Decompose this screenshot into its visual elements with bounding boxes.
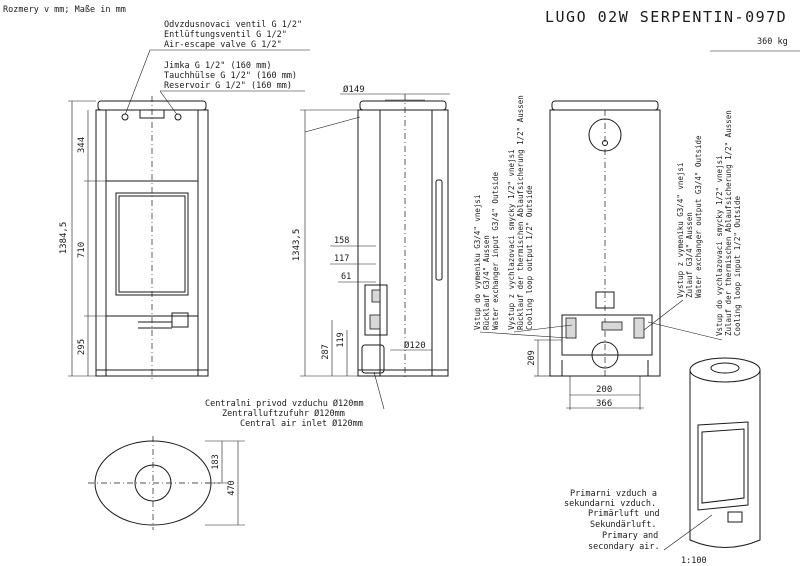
front-sensor-icon bbox=[174, 113, 182, 121]
central-air-line-1: Centralni privod vzduchu Ø120mm bbox=[205, 398, 364, 409]
back-dim-366: 366 bbox=[596, 399, 612, 409]
back-dimensions: 209 200 366 bbox=[527, 339, 644, 410]
side-dim-117: 117 bbox=[334, 254, 349, 264]
cooling-input-note: Vstup do vychlazovaci smycky 1/2" vnejsi… bbox=[715, 110, 742, 336]
front-dimensions: 1384,5 344 710 295 bbox=[59, 100, 106, 377]
primary-air-leader bbox=[663, 514, 713, 551]
cooling-output-note: Vystup z vychlazovaci smycky 1/2" vnejsi… bbox=[507, 95, 534, 330]
back-top-plate bbox=[551, 100, 659, 111]
cooling-input-leader bbox=[647, 321, 723, 341]
top-dim-470: 470 bbox=[227, 480, 237, 495]
scale-label: 1:100 bbox=[681, 556, 707, 566]
primary-air-line-4: Sekundärluft. bbox=[590, 520, 657, 530]
side-dimensions: Ø149 1343,5 158 117 61 287 119 Ø120 bbox=[292, 84, 450, 377]
back-air-inlet bbox=[591, 341, 619, 369]
units-note: Rozmery v mm; Maße in mm bbox=[3, 5, 126, 15]
front-dim-total: 1384,5 bbox=[59, 222, 69, 255]
exchanger-input-line-3: Water exchanger input G3/4" Outside bbox=[491, 171, 500, 330]
stove-3d-glass bbox=[701, 428, 745, 504]
front-dim-upper: 344 bbox=[77, 137, 87, 153]
exchanger-output-line-3: Water exchanger output G3/4" Outside bbox=[694, 135, 703, 298]
side-dim-leader bbox=[304, 116, 361, 133]
side-air-inlet bbox=[361, 344, 385, 374]
cooling-input-line-3: Cooling loop input 1/2" Outside bbox=[733, 196, 742, 336]
central-air-note: Centralni privod vzduchu Ø120mm Zentrall… bbox=[205, 371, 385, 429]
back-fitting-center bbox=[601, 321, 623, 331]
back-dim-200: 200 bbox=[596, 385, 612, 395]
weight-label: 360 kg bbox=[757, 37, 788, 47]
front-valve-icon bbox=[121, 113, 129, 121]
cooling-output-line-3: Cooling loop output 1/2" Outside bbox=[525, 185, 534, 330]
side-dim-total: 1343,5 bbox=[292, 229, 302, 262]
back-dim-209: 209 bbox=[527, 350, 537, 365]
side-handle bbox=[435, 179, 443, 281]
side-body bbox=[357, 109, 449, 377]
exchanger-output-line-1: Vystup z vymeniku G3/4" vnejsi bbox=[676, 163, 685, 298]
reservoir-line-2: Tauchhülse G 1/2" (160 mm) bbox=[164, 71, 297, 81]
primary-air-line-1: Primarni vzduch a bbox=[570, 489, 657, 499]
back-fitting-left bbox=[565, 317, 577, 339]
side-dim-flue-dia: Ø149 bbox=[343, 84, 365, 95]
stove-3d-body bbox=[689, 370, 761, 548]
exchanger-input-leader bbox=[479, 331, 569, 339]
side-dim-119: 119 bbox=[336, 332, 346, 347]
air-escape-note: Odvzdusnovaci ventil G 1/2" Entlüftungsv… bbox=[124, 20, 310, 116]
top-dim-183: 183 bbox=[211, 454, 221, 469]
primary-air-line-6: secondary air. bbox=[588, 542, 660, 552]
top-view: 183 470 bbox=[88, 436, 245, 530]
front-view bbox=[95, 96, 209, 380]
exchanger-output-line-2: Zulauf G3/4" Aussen bbox=[685, 212, 694, 298]
stove-3d-door bbox=[697, 421, 749, 511]
side-dim-158: 158 bbox=[334, 236, 349, 246]
back-view bbox=[549, 100, 661, 377]
side-dim-61: 61 bbox=[341, 272, 351, 282]
primary-air-line-5: Primary and bbox=[602, 531, 658, 541]
cooling-output-line-2: Rücklauf der thermischen Ablaufsicherung… bbox=[516, 95, 525, 330]
front-pipe-block bbox=[171, 312, 189, 328]
stove-3d-top bbox=[689, 357, 761, 383]
front-dim-lower: 295 bbox=[77, 339, 87, 355]
cooling-input-line-2: Zulauf der thermischen Ablaufsicherung 1… bbox=[724, 110, 733, 336]
back-terminal-box bbox=[595, 291, 615, 309]
reservoir-leader bbox=[159, 90, 179, 117]
reservoir-line-1: Jimka G 1/2" (160 mm) bbox=[164, 61, 271, 71]
primary-air-line-2: sekundarni vzduch. bbox=[564, 499, 656, 509]
stove-3d-flue bbox=[710, 362, 740, 374]
central-air-line-3: Central air inlet Ø120mm bbox=[240, 418, 363, 429]
reservoir-note: Jimka G 1/2" (160 mm) Tauchhülse G 1/2" … bbox=[159, 61, 305, 117]
stove-3d-view bbox=[689, 357, 761, 548]
exchanger-input-note: Vstup do vymeniku G3/4" vnejsi Rücklauf … bbox=[473, 171, 500, 330]
cooling-output-leader bbox=[513, 324, 573, 333]
primary-air-line-3: Primärluft und bbox=[588, 509, 660, 519]
exchanger-output-leader bbox=[643, 299, 684, 331]
air-escape-leader bbox=[124, 49, 151, 116]
exchanger-input-line-2: Rücklauf G3/4" Aussen bbox=[482, 235, 491, 330]
back-fitting-right bbox=[633, 317, 645, 339]
exchanger-output-note: Vystup z vymeniku G3/4" vnejsi Zulauf G3… bbox=[676, 135, 703, 298]
primary-air-note: Primarni vzduch a sekundarni vzduch. Pri… bbox=[564, 489, 713, 552]
cooling-input-line-1: Vstup do vychlazovaci smycky 1/2" vnejsi bbox=[715, 155, 724, 336]
stove-3d-handle bbox=[727, 511, 743, 523]
reservoir-line-3: Reservoir G 1/2" (160 mm) bbox=[164, 81, 292, 91]
model-title: LUGO 02W SERPENTIN-097D bbox=[545, 8, 787, 26]
side-fitting-1 bbox=[371, 289, 381, 303]
air-escape-line-3: Air-escape valve G 1/2" bbox=[164, 40, 282, 50]
exchanger-input-line-1: Vstup do vymeniku G3/4" vnejsi bbox=[473, 195, 482, 330]
side-dim-287: 287 bbox=[321, 344, 331, 359]
front-dim-middle: 710 bbox=[77, 242, 87, 258]
side-fitting-2 bbox=[369, 314, 381, 330]
central-air-line-2: Zentralluftzufuhr Ø120mm bbox=[222, 408, 345, 419]
side-view bbox=[357, 94, 449, 380]
air-escape-line-1: Odvzdusnovaci ventil G 1/2" bbox=[164, 20, 302, 30]
side-top-plate bbox=[359, 100, 447, 111]
central-air-leader bbox=[373, 371, 385, 410]
side-fittings bbox=[364, 284, 388, 336]
cooling-output-line-1: Vystup z vychlazovaci smycky 1/2" vnejsi bbox=[507, 149, 516, 330]
air-escape-line-2: Entlüftungsventil G 1/2" bbox=[164, 30, 287, 40]
side-dim-inlet-dia: Ø120 bbox=[404, 340, 426, 351]
back-connection-panel bbox=[561, 314, 653, 356]
